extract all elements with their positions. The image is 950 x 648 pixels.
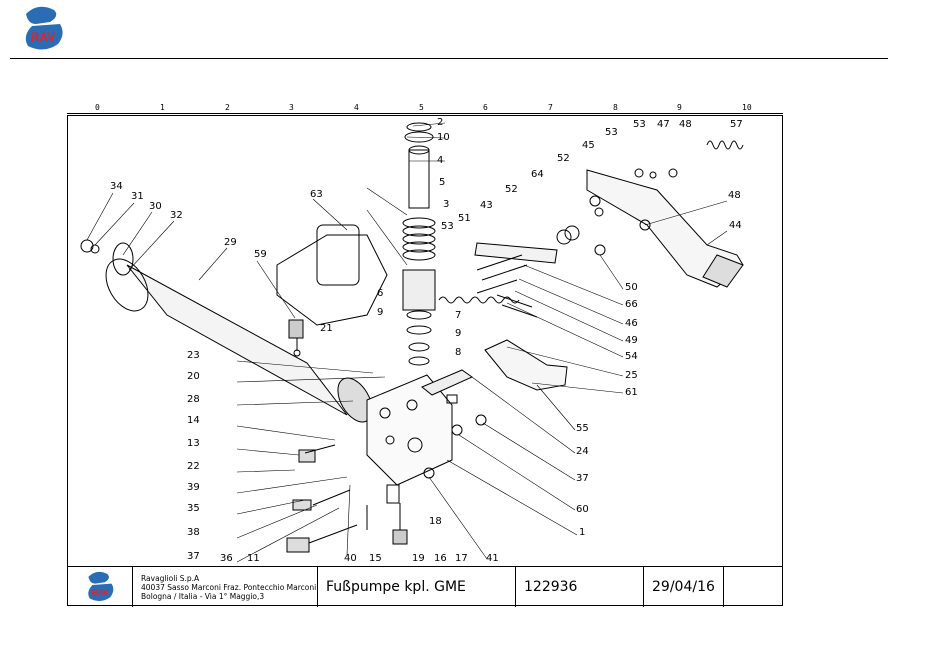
part-callout: 21 [320, 323, 333, 334]
part-callout: 39 [187, 482, 200, 493]
part-callout: 66 [625, 299, 638, 310]
part-callout: 64 [531, 169, 544, 180]
part-callout: 45 [582, 140, 595, 151]
svg-text:RAV: RAV [91, 588, 108, 597]
part-callout: 32 [170, 210, 183, 221]
part-callout: 2 [437, 117, 443, 128]
part-callout: 6 [377, 288, 383, 299]
company-address: Ravaglioli S.p.A 40037 Sasso Marconi Fra… [132, 567, 317, 607]
part-callout: 4 [437, 155, 443, 166]
part-callout: 9 [455, 328, 461, 339]
drawing-date: 29/04/16 [643, 567, 723, 607]
part-callout: 52 [557, 153, 570, 164]
part-callout: 5 [439, 177, 445, 188]
part-callout: 35 [187, 503, 200, 514]
part-callout: 34 [110, 181, 123, 192]
part-callout: 49 [625, 335, 638, 346]
part-callout: 63 [310, 189, 323, 200]
part-callout: 23 [187, 350, 200, 361]
part-callout: 22 [187, 461, 200, 472]
part-callout: 50 [625, 282, 638, 293]
part-callout: 1 [579, 527, 585, 538]
part-callout: 15 [369, 553, 382, 564]
part-callout: 53 [441, 221, 454, 232]
part-callout: 36 [220, 553, 233, 564]
part-callout: 55 [576, 423, 589, 434]
part-callout: 16 [434, 553, 447, 564]
part-callout: 25 [625, 370, 638, 381]
ruler-tick: 7 [548, 103, 553, 112]
company-name: Ravaglioli S.p.A [141, 573, 200, 583]
ruler-tick: 6 [483, 103, 488, 112]
part-callout: 47 [657, 119, 670, 130]
part-callout: 14 [187, 415, 200, 426]
part-callout: 44 [729, 220, 742, 231]
company-street: 40037 Sasso Marconi Fraz. Pontecchio Mar… [141, 582, 317, 592]
part-callout: 54 [625, 351, 638, 362]
part-callout: 43 [480, 200, 493, 211]
part-callout: 13 [187, 438, 200, 449]
ruler-tick: 10 [742, 103, 752, 112]
part-callout: 57 [730, 119, 743, 130]
drawing-code: 122936 [515, 567, 643, 607]
part-callout: 53 [605, 127, 618, 138]
svg-text:RAV: RAV [31, 30, 55, 44]
grid-ruler: 0 1 2 3 4 5 6 7 8 9 10 [67, 103, 783, 115]
ruler-tick: 8 [613, 103, 618, 112]
leader-lines [86, 122, 728, 563]
ruler-tick: 0 [95, 103, 100, 112]
company-city: Bologna / Italia - Via 1° Maggio,3 [141, 591, 265, 601]
rav-logo: RAV [20, 4, 66, 54]
part-callout: 46 [625, 318, 638, 329]
part-callout: 60 [576, 504, 589, 515]
part-callout: 28 [187, 394, 200, 405]
revision-cell [723, 567, 783, 607]
part-callout: 3 [443, 199, 449, 210]
header-divider [10, 58, 888, 59]
part-callout: 8 [455, 347, 461, 358]
part-callout: 41 [486, 553, 499, 564]
part-callout: 7 [455, 310, 461, 321]
part-callout: 30 [149, 201, 162, 212]
ruler-tick: 3 [289, 103, 294, 112]
part-callout: 29 [224, 237, 237, 248]
drawing-parts [80, 122, 744, 553]
part-callout: 53 [633, 119, 646, 130]
part-callout: 24 [576, 446, 589, 457]
part-callout: 19 [412, 553, 425, 564]
part-callout: 48 [728, 190, 741, 201]
part-callout: 59 [254, 249, 267, 260]
ruler-tick: 4 [354, 103, 359, 112]
ruler-tick: 9 [677, 103, 682, 112]
ruler-tick: 5 [419, 103, 424, 112]
drawing-sheet [67, 115, 783, 606]
title-block-logo: RAV [67, 567, 132, 607]
part-callout: 48 [679, 119, 692, 130]
part-callout: 38 [187, 527, 200, 538]
part-callout: 10 [437, 132, 450, 143]
part-callout: 18 [429, 516, 442, 527]
part-callout: 31 [131, 191, 144, 202]
ruler-tick: 2 [225, 103, 230, 112]
part-callout: 51 [458, 213, 471, 224]
part-callout: 40 [344, 553, 357, 564]
part-callout: 20 [187, 371, 200, 382]
part-callout: 37 [187, 551, 200, 562]
part-callout: 17 [455, 553, 468, 564]
ruler-tick: 1 [160, 103, 165, 112]
drawing-title: Fußpumpe kpl. GME [317, 567, 515, 607]
rav-logo-small: RAV [87, 571, 113, 601]
part-callout: 61 [625, 387, 638, 398]
part-callout: 52 [505, 184, 518, 195]
title-block: RAV Ravaglioli S.p.A 40037 Sasso Marconi… [67, 566, 783, 607]
part-callout: 9 [377, 307, 383, 318]
part-callout: 37 [576, 473, 589, 484]
part-callout: 11 [247, 553, 260, 564]
